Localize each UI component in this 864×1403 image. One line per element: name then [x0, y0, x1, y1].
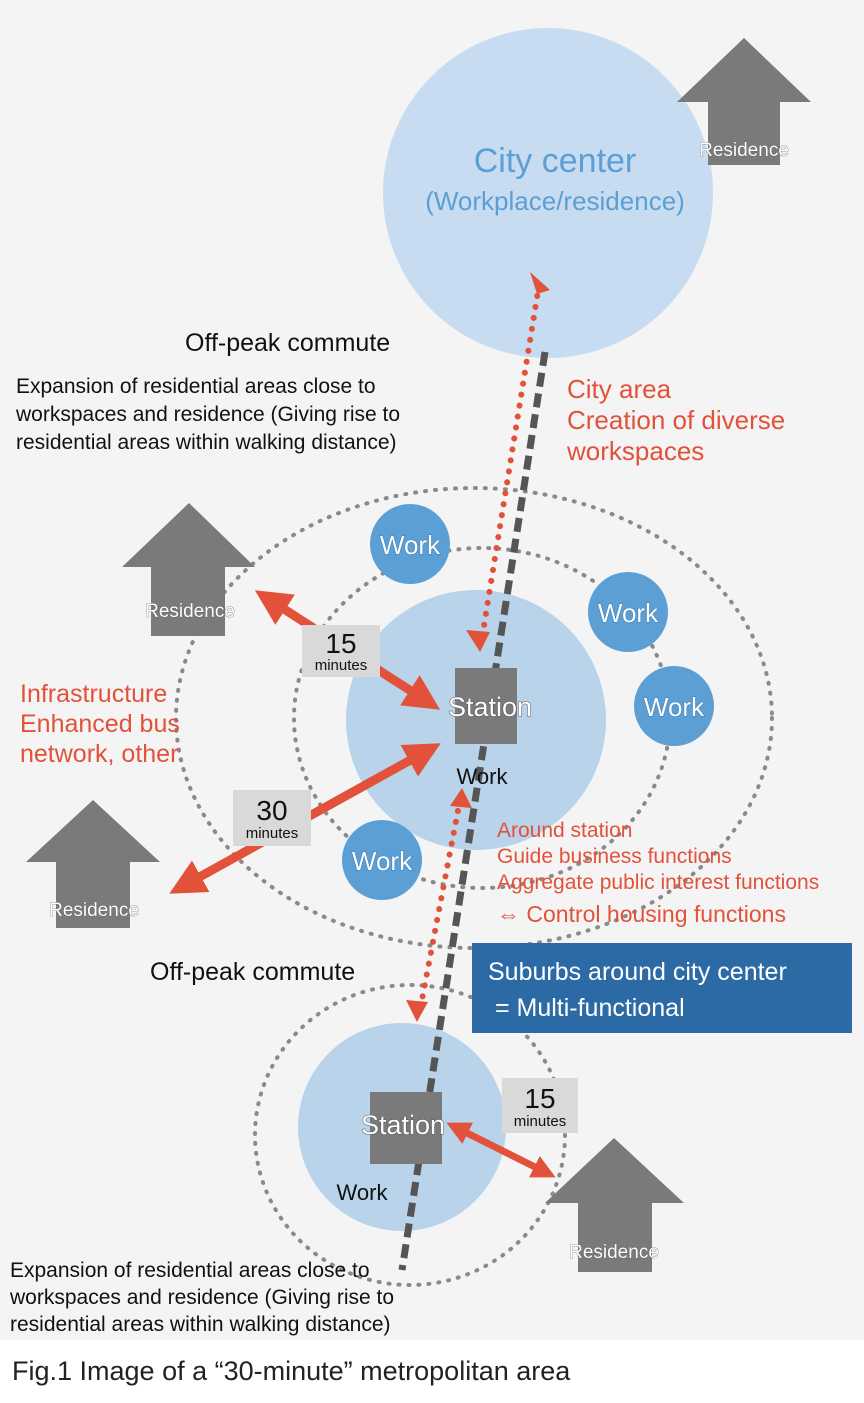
- off-peak-commute-lower: [417, 797, 463, 1013]
- figure-caption: Fig.1 Image of a “30-minute” metropolita…: [12, 1356, 571, 1386]
- house-icon-lower-left: Residence: [26, 800, 160, 928]
- infrastructure-line2: Enhanced bus: [20, 710, 180, 738]
- around-station-line2: Guide business functions: [497, 845, 732, 868]
- work-label-right-lower: Work: [644, 692, 705, 722]
- time-badge-30: 30 minutes: [233, 790, 311, 846]
- work-label-top: Work: [380, 530, 441, 560]
- time-badge-30-unit: minutes: [246, 825, 299, 842]
- expansion-lower-line2: workspaces and residence (Giving rise to: [9, 1286, 394, 1309]
- house-icon-top-right: Residence: [677, 38, 811, 165]
- off-peak-label-lower: Off-peak commute: [150, 958, 355, 986]
- work-circle-right-upper: [588, 572, 668, 652]
- double-arrow-icon-suburb-15min: [446, 1122, 556, 1178]
- city-center-circle: [383, 28, 713, 358]
- house-icon-upper-left: Residence: [122, 503, 255, 636]
- suburbs-box-line2: = Multi-functional: [488, 994, 685, 1022]
- residence-label-lower-left: Residence: [49, 900, 139, 921]
- infrastructure-line1: Infrastructure: [20, 680, 167, 708]
- time-badge-15-suburb-value: 15: [524, 1083, 555, 1114]
- station-square-icon-main: [455, 668, 517, 744]
- around-station-line1: Around station: [497, 819, 632, 842]
- station-label-main: Station: [448, 692, 532, 722]
- expansion-upper-line3: residential areas within walking distanc…: [16, 431, 397, 454]
- work-label-bottom-left: Work: [352, 846, 413, 876]
- time-badge-15-main-value: 15: [325, 628, 356, 659]
- time-badge-30-value: 30: [256, 795, 287, 826]
- suburbs-box-line1: Suburbs around city center: [488, 958, 787, 986]
- suburb-ring: [253, 983, 567, 1287]
- station-label-suburb: Station: [361, 1110, 445, 1140]
- work-label-main-station: Work: [457, 764, 509, 789]
- work-circle-right-lower: [634, 666, 714, 746]
- house-icon-bottom-right: Residence: [545, 1138, 684, 1272]
- time-badge-15-main-unit: minutes: [315, 657, 368, 674]
- expansion-lower-line3: residential areas within walking distanc…: [10, 1313, 391, 1336]
- time-badge-15-suburb: 15 minutes: [502, 1078, 578, 1133]
- work-label-right-upper: Work: [598, 598, 659, 628]
- around-station-line3: Aggregate public interest functions: [497, 871, 819, 894]
- expansion-upper-line1: Expansion of residential areas close to: [16, 375, 376, 398]
- off-peak-commute-upper: [479, 282, 542, 641]
- residence-label-top-right: Residence: [699, 140, 789, 161]
- suburbs-box: Suburbs around city center = Multi-funct…: [472, 943, 852, 1033]
- city-area-line1: City area: [567, 374, 672, 404]
- time-badge-15-main: 15 minutes: [302, 625, 380, 677]
- off-peak-label-upper: Off-peak commute: [185, 329, 390, 357]
- time-badge-15-suburb-unit: minutes: [514, 1113, 567, 1130]
- around-station-line4: ⇔ Control housing functions: [497, 901, 786, 927]
- city-center-subtitle: (Workplace/residence): [425, 186, 685, 216]
- work-label-suburb-station: Work: [337, 1180, 389, 1205]
- city-area-line2: Creation of diverse: [567, 405, 785, 435]
- infrastructure-line3: network, other: [20, 740, 178, 768]
- work-circle-top: [370, 504, 450, 584]
- residence-label-bottom-right: Residence: [569, 1242, 659, 1263]
- station-square-icon-suburb: [370, 1092, 442, 1164]
- city-center-title: City center: [474, 142, 637, 180]
- expansion-lower-line1: Expansion of residential areas close to: [10, 1259, 370, 1282]
- rail-line: [398, 351, 549, 1271]
- city-area-line3: workspaces: [566, 436, 704, 466]
- residence-label-upper-left: Residence: [145, 601, 235, 622]
- expansion-upper-line2: workspaces and residence (Giving rise to: [15, 403, 400, 426]
- outer-ring-30min: [174, 486, 774, 950]
